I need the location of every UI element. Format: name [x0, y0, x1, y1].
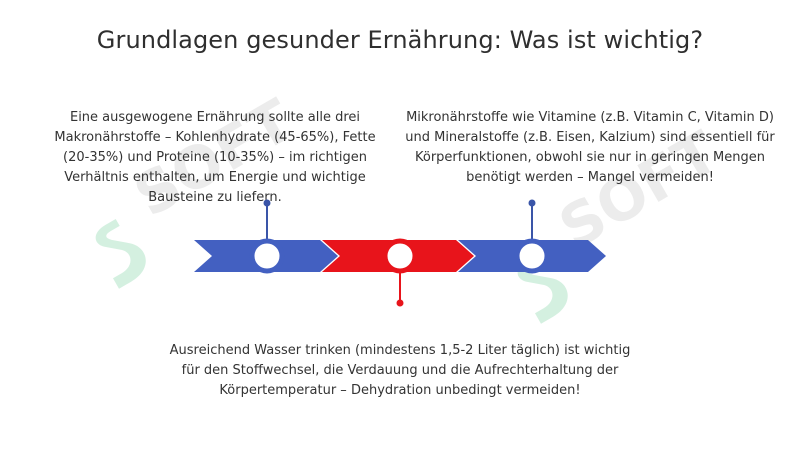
- milestone-text-bottom: Ausreichend Wasser trinken (mindestens 1…: [169, 343, 631, 398]
- milestone-marker-1: [249, 238, 285, 274]
- slide-title: Grundlagen gesunder Ernährung: Was ist w…: [96, 26, 704, 54]
- connector-dot-right: [528, 199, 536, 207]
- connector-dot-bottom: [396, 299, 404, 307]
- milestone-marker-3: [514, 238, 550, 274]
- connector-dot-left: [263, 199, 271, 207]
- milestone-marker-2: [382, 238, 418, 274]
- milestone-text-left: Eine ausgewogene Ernährung sollte alle d…: [54, 110, 376, 205]
- milestone-text-right: Mikronährstoffe wie Vitamine (z.B. Vitam…: [405, 110, 775, 185]
